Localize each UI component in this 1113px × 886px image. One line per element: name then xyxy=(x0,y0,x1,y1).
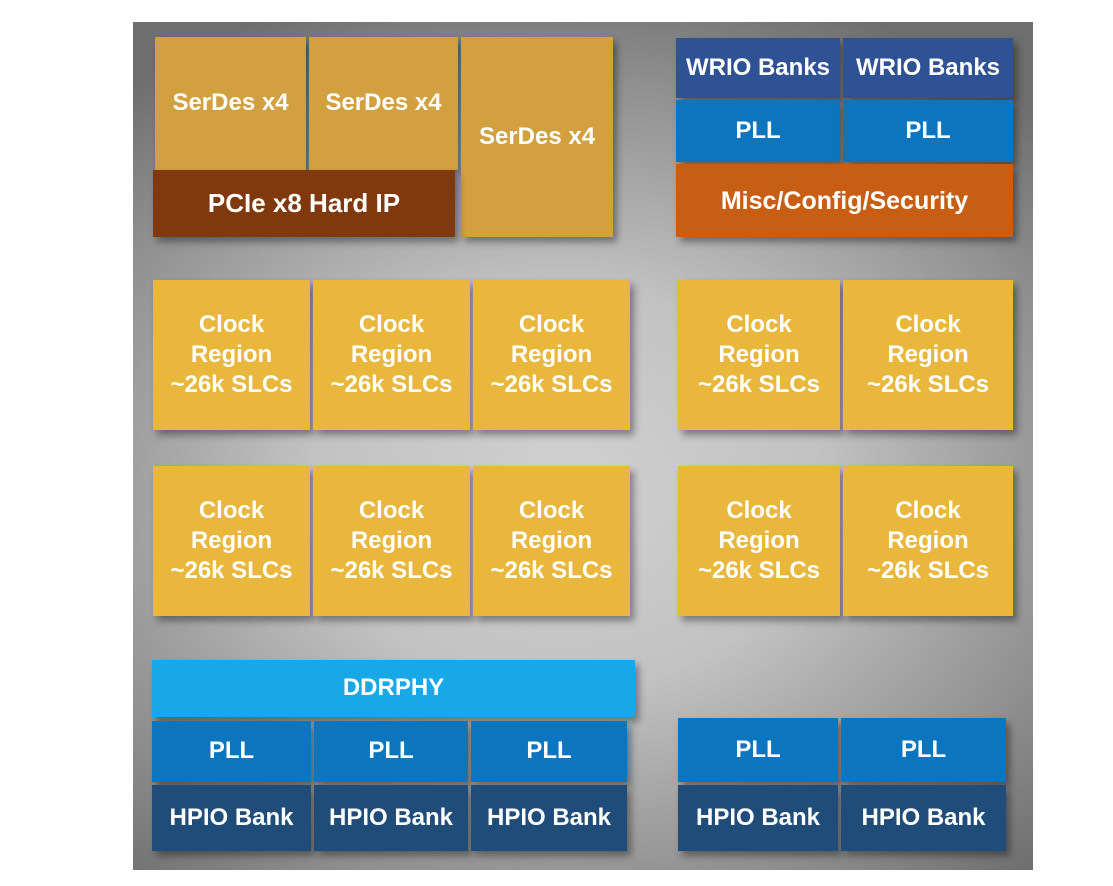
clock-line: Region xyxy=(887,527,969,554)
block-clock-region-r2c1: Clock Region ~26k SLCs xyxy=(153,466,310,616)
block-clock-region-r1c1: Clock Region ~26k SLCs xyxy=(153,280,310,430)
block-pll-bl-3: PLL xyxy=(471,721,627,782)
clock-line: Clock xyxy=(358,497,425,524)
clock-line: Region xyxy=(510,527,593,554)
block-wrio-banks-1: WRIO Banks xyxy=(676,38,840,98)
clock-line: Clock xyxy=(726,497,792,524)
block-clock-region-r1c2: Clock Region ~26k SLCs xyxy=(313,280,470,430)
clock-line: Region xyxy=(718,341,800,368)
block-wrio-banks-2: WRIO Banks xyxy=(843,38,1013,98)
block-clock-region-r1c5: Clock Region ~26k SLCs xyxy=(843,280,1013,430)
die-background-panel: SerDes x4 SerDes x4 SerDes x4 PCIe x8 Ha… xyxy=(133,22,1033,870)
clock-line: ~26k SLCs xyxy=(170,371,293,398)
clock-line: Region xyxy=(887,341,969,368)
clock-line: ~26k SLCs xyxy=(697,371,821,398)
clock-line: ~26k SLCs xyxy=(490,557,613,584)
clock-line: ~26k SLCs xyxy=(170,557,293,584)
block-clock-region-r2c4: Clock Region ~26k SLCs xyxy=(678,466,840,616)
block-pll-br-1: PLL xyxy=(678,718,838,782)
block-serdes-3: SerDes x4 xyxy=(461,37,613,237)
block-pll-bl-1: PLL xyxy=(152,721,311,782)
block-serdes-2: SerDes x4 xyxy=(309,37,458,170)
block-pll-br-2: PLL xyxy=(841,718,1006,782)
block-hpio-bl-3: HPIO Bank xyxy=(471,785,627,851)
clock-line: Clock xyxy=(895,497,961,524)
clock-line: Clock xyxy=(726,311,792,338)
block-pll-bl-2: PLL xyxy=(314,721,468,782)
block-misc-config-security: Misc/Config/Security xyxy=(676,164,1013,237)
clock-line: Region xyxy=(190,527,273,554)
clock-line: ~26k SLCs xyxy=(490,371,613,398)
clock-line: Region xyxy=(350,341,433,368)
clock-line: Clock xyxy=(895,311,961,338)
block-pcie-hard-ip: PCIe x8 Hard IP xyxy=(153,170,455,237)
clock-line: Clock xyxy=(358,311,425,338)
clock-line: ~26k SLCs xyxy=(866,371,990,398)
clock-line: Clock xyxy=(518,311,585,338)
block-hpio-br-2: HPIO Bank xyxy=(841,785,1006,851)
clock-line: ~26k SLCs xyxy=(330,557,453,584)
clock-line: ~26k SLCs xyxy=(330,371,453,398)
block-hpio-bl-1: HPIO Bank xyxy=(152,785,311,851)
block-clock-region-r2c2: Clock Region ~26k SLCs xyxy=(313,466,470,616)
block-serdes-1: SerDes x4 xyxy=(155,37,306,170)
clock-line: ~26k SLCs xyxy=(866,557,990,584)
block-pll-top-1: PLL xyxy=(676,100,840,162)
block-pll-top-2: PLL xyxy=(843,100,1013,162)
block-clock-region-r1c3: Clock Region ~26k SLCs xyxy=(473,280,630,430)
clock-line: Region xyxy=(190,341,273,368)
block-ddrphy: DDRPHY xyxy=(152,660,635,717)
block-hpio-bl-2: HPIO Bank xyxy=(314,785,468,851)
block-clock-region-r2c5: Clock Region ~26k SLCs xyxy=(843,466,1013,616)
clock-line: Region xyxy=(510,341,593,368)
clock-line: Clock xyxy=(198,311,265,338)
clock-line: Clock xyxy=(198,497,265,524)
clock-line: Region xyxy=(718,527,800,554)
clock-line: Clock xyxy=(518,497,585,524)
block-clock-region-r1c4: Clock Region ~26k SLCs xyxy=(678,280,840,430)
block-clock-region-r2c3: Clock Region ~26k SLCs xyxy=(473,466,630,616)
clock-line: Region xyxy=(350,527,433,554)
clock-line: ~26k SLCs xyxy=(697,557,821,584)
block-hpio-br-1: HPIO Bank xyxy=(678,785,838,851)
